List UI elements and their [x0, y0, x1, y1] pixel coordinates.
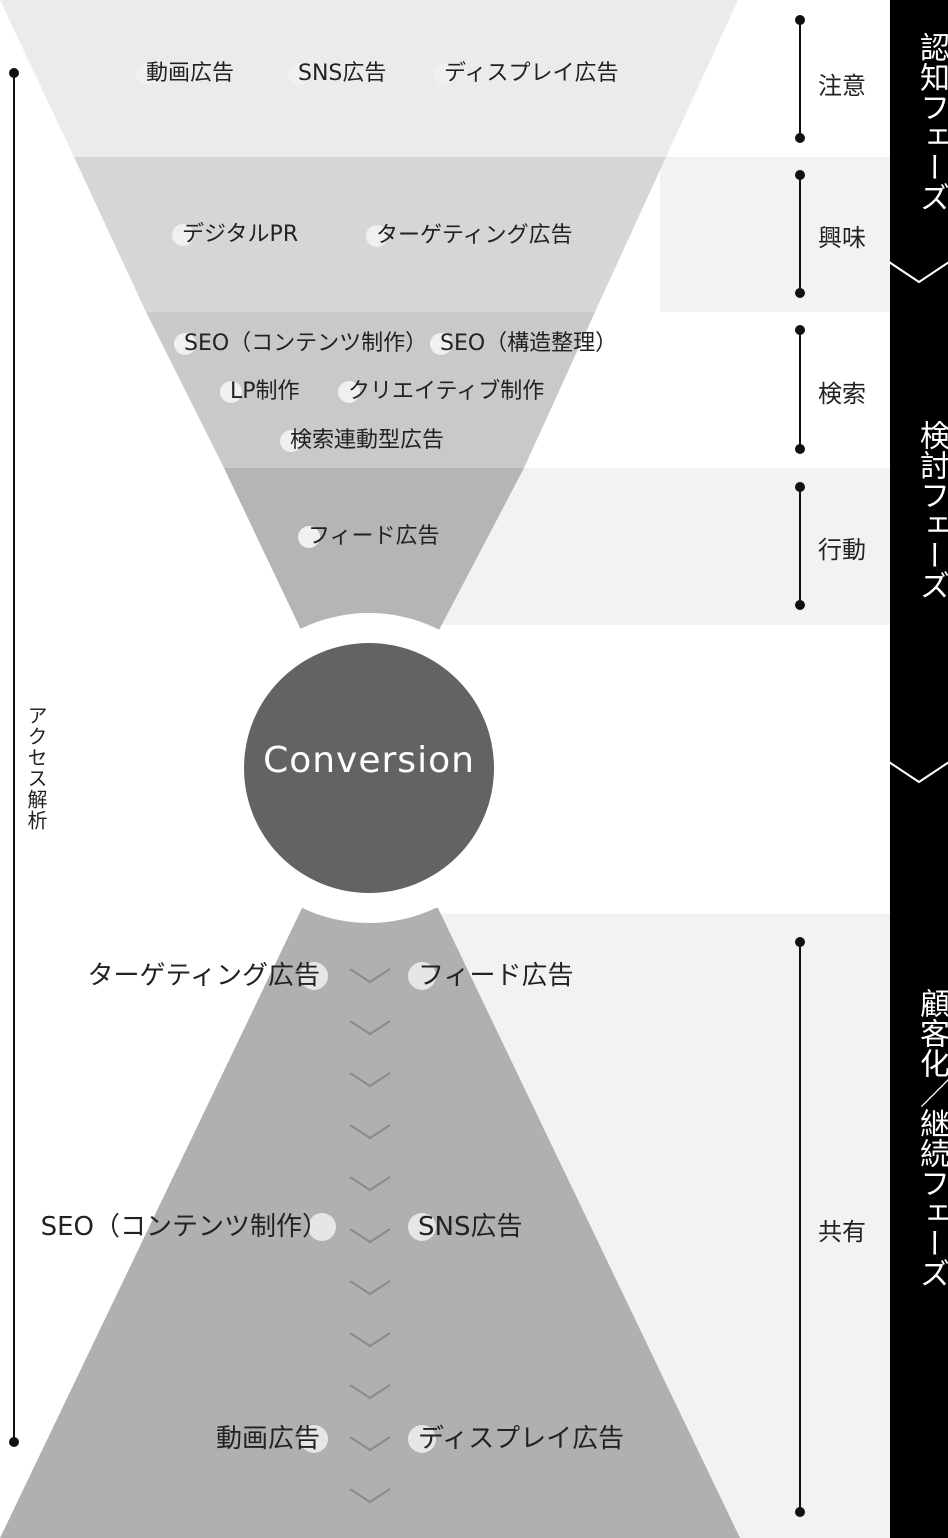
item-lp: LP制作 — [220, 378, 300, 406]
share-right-item-display: ディスプレイ広告 — [408, 1423, 624, 1455]
item-targeting-ad: ターゲティング広告 — [366, 222, 573, 250]
item-search-ad: 検索連動型広告 — [280, 427, 444, 455]
funnel-band-action — [224, 468, 524, 632]
item-video-ad: 動画広告 — [136, 60, 234, 88]
chevron-down-icon — [349, 1020, 391, 1036]
item-seo-content: SEO（コンテンツ制作） — [174, 330, 427, 358]
item-creative: クリエイティブ制作 — [338, 378, 544, 406]
stage-bracket-share — [795, 937, 805, 1517]
stage-name-search: 検索 — [818, 380, 866, 408]
conversion-label: Conversion — [263, 740, 475, 781]
chevron-down-icon — [349, 1332, 391, 1348]
item-sns-ad: SNS広告 — [288, 60, 386, 88]
item-seo-structure: SEO（構造整理） — [430, 330, 617, 358]
share-left-item-seo: SEO（コンテンツ制作） — [41, 1211, 336, 1243]
phase-consideration: 検討フェーズ — [914, 420, 948, 600]
item-display-ad: ディスプレイ広告 — [434, 60, 618, 88]
chevron-down-icon — [349, 1488, 391, 1504]
share-right-item-sns: SNS広告 — [408, 1211, 522, 1243]
stage-name-action: 行動 — [818, 536, 866, 564]
phase-retention: 顧客化／継続フェーズ — [914, 988, 948, 1288]
share-left-item-video: 動画広告 — [216, 1423, 328, 1455]
item-feed-ad: フィード広告 — [298, 523, 440, 551]
funnel-band-search — [146, 312, 595, 468]
chevron-down-icon — [349, 1124, 391, 1140]
phase-divider-1 — [888, 261, 948, 284]
phase-divider-2 — [888, 761, 948, 784]
stage-bracket-attention — [795, 15, 805, 143]
chevron-down-icon — [349, 1176, 391, 1192]
item-digital-pr: デジタルPR — [172, 221, 298, 249]
phase-awareness: 認知フェーズ — [914, 32, 948, 212]
funnel-bottom-share — [0, 908, 740, 1538]
chevron-down-icon — [349, 1072, 391, 1088]
stage-name-interest: 興味 — [818, 224, 866, 252]
conversion-circle — [244, 643, 494, 893]
stage-bracket-action — [795, 482, 805, 610]
chevron-down-icon — [349, 968, 391, 984]
chevron-down-icon — [349, 1280, 391, 1296]
chevron-down-icon — [349, 1436, 391, 1452]
access-analysis-label: アクセス解析 — [24, 705, 48, 831]
share-right-item-feed: フィード広告 — [408, 960, 573, 992]
stage-bg-action — [440, 468, 890, 625]
stage-name-share: 共有 — [818, 1218, 866, 1246]
access-analysis-bracket — [9, 68, 19, 1447]
stage-bg-interest — [660, 157, 890, 312]
chevron-down-icon — [349, 1384, 391, 1400]
stage-name-attention: 注意 — [818, 72, 866, 100]
funnel-band-attention — [0, 0, 738, 157]
share-left-item-targeting: ターゲティング広告 — [88, 960, 328, 992]
chevron-column — [349, 968, 391, 1504]
chevron-down-icon — [349, 1228, 391, 1244]
stage-bracket-search — [795, 325, 805, 454]
stage-bracket-interest — [795, 170, 805, 298]
